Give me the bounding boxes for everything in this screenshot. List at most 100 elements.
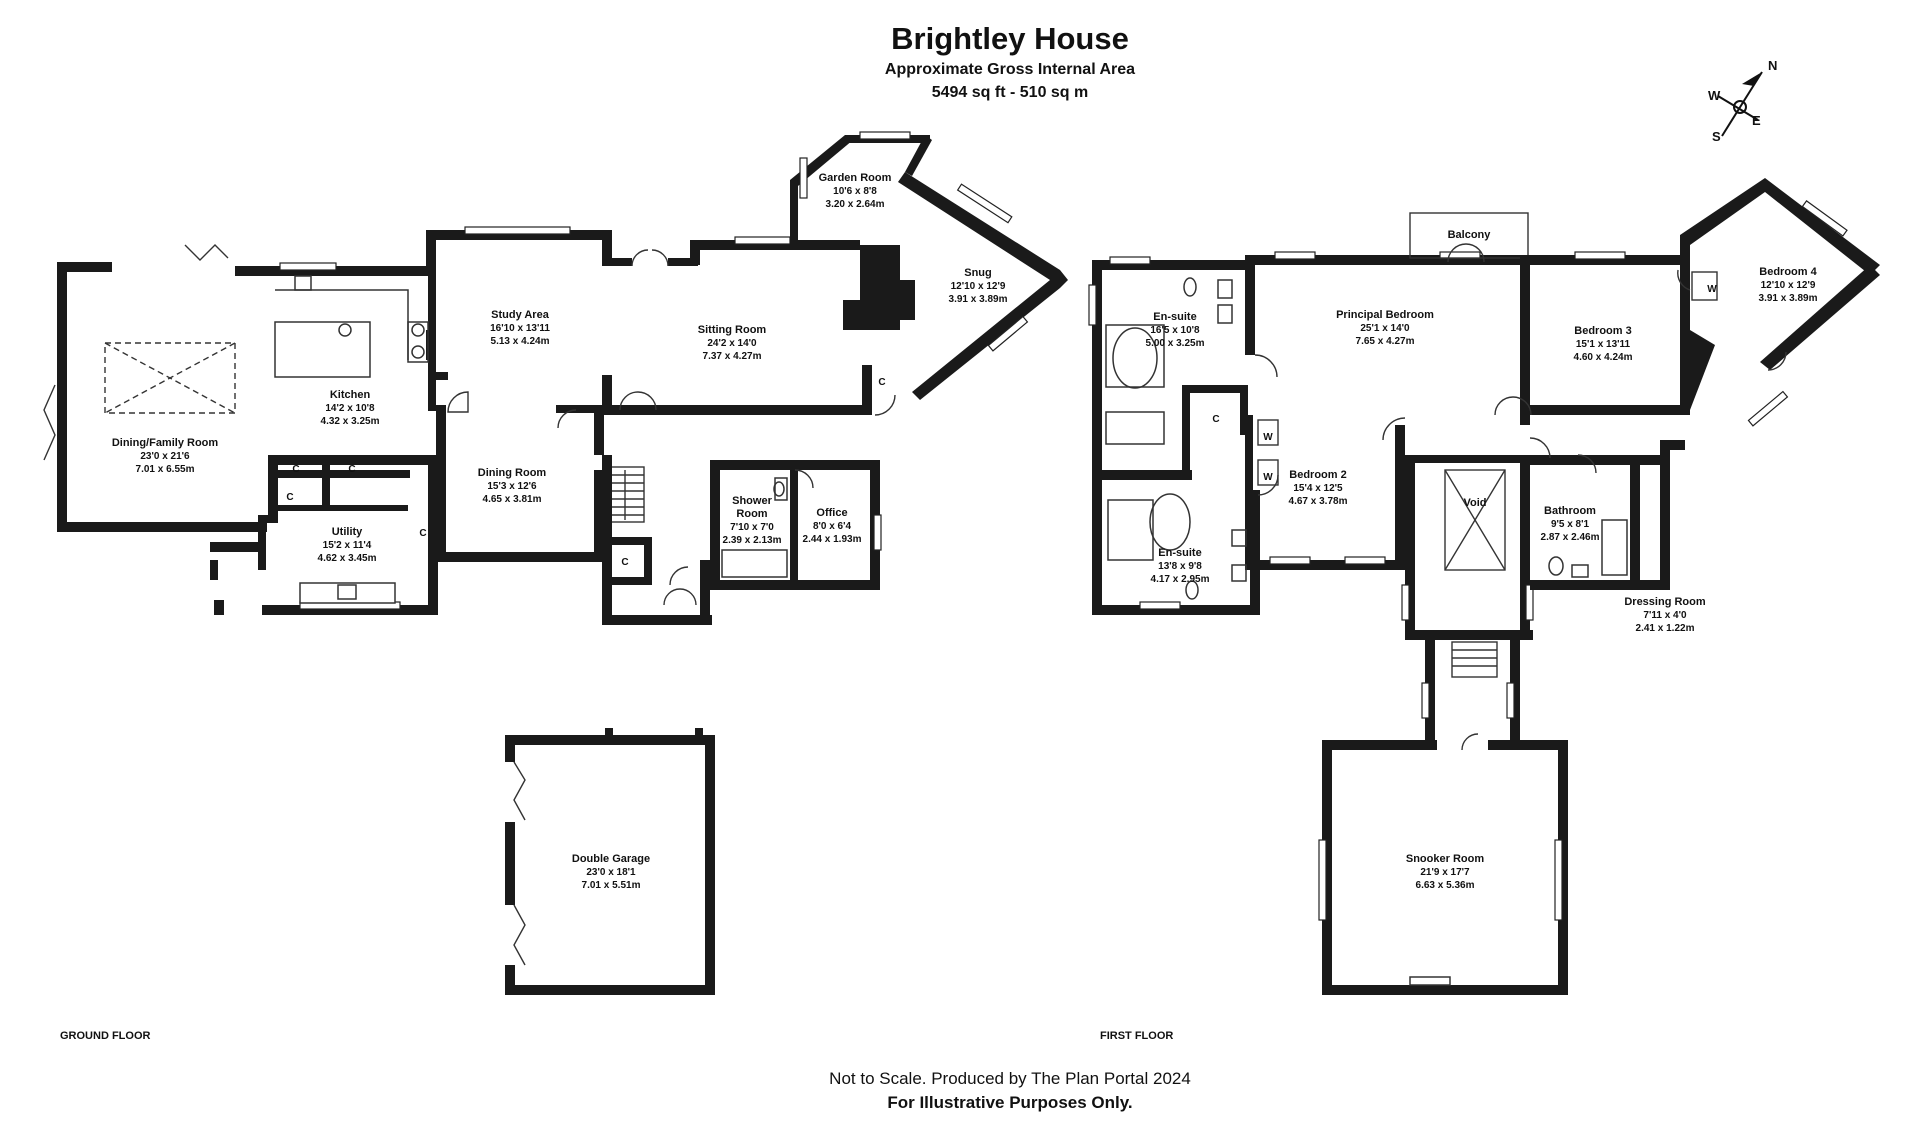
svg-text:2.41 x 1.22m: 2.41 x 1.22m — [1636, 623, 1695, 634]
svg-text:23'0 x 21'6: 23'0 x 21'6 — [140, 451, 190, 462]
cupboard-marker: C — [286, 492, 293, 503]
svg-text:4.62 x 3.45m: 4.62 x 3.45m — [318, 553, 377, 564]
room-principal-bedroom: Principal Bedroom 25'1 x 14'0 7.65 x 4.2… — [1336, 309, 1434, 347]
garage-plan — [504, 728, 715, 995]
room-bedroom-4: Bedroom 4 12'10 x 12'9 3.91 x 3.89m — [1759, 266, 1818, 304]
svg-text:Bathroom: Bathroom — [1544, 505, 1596, 517]
svg-text:Double Garage: Double Garage — [572, 853, 650, 865]
svg-text:7'11 x 4'0: 7'11 x 4'0 — [1643, 610, 1687, 621]
cupboard-marker: C — [419, 528, 426, 539]
cupboard-marker: C — [621, 557, 628, 568]
wardrobe-marker: W — [1263, 472, 1273, 483]
svg-text:Snug: Snug — [964, 267, 992, 279]
svg-text:5.13 x 4.24m: 5.13 x 4.24m — [491, 336, 550, 347]
svg-text:4.65 x 3.81m: 4.65 x 3.81m — [483, 494, 542, 505]
area-total: 5494 sq ft - 510 sq m — [932, 84, 1089, 101]
svg-text:3.91 x 3.89m: 3.91 x 3.89m — [1759, 293, 1818, 304]
scale-note: Not to Scale. Produced by The Plan Porta… — [829, 1069, 1191, 1088]
svg-text:4.17 x 2.95m: 4.17 x 2.95m — [1151, 574, 1210, 585]
svg-text:8'0 x 6'4: 8'0 x 6'4 — [813, 521, 852, 532]
svg-text:25'1 x 14'0: 25'1 x 14'0 — [1360, 323, 1410, 334]
room-bathroom: Bathroom 9'5 x 8'1 2.87 x 2.46m — [1541, 505, 1600, 543]
svg-text:2.39 x 2.13m: 2.39 x 2.13m — [723, 535, 782, 546]
svg-text:12'10 x 12'9: 12'10 x 12'9 — [1761, 280, 1816, 291]
svg-text:4.60 x 4.24m: 4.60 x 4.24m — [1574, 352, 1633, 363]
svg-text:2.87 x 2.46m: 2.87 x 2.46m — [1541, 532, 1600, 543]
compass-north: N — [1768, 58, 1777, 73]
room-balcony: Balcony — [1448, 229, 1492, 241]
room-study-area: Study Area 16'10 x 13'11 5.13 x 4.24m — [490, 309, 550, 347]
room-garden: Garden Room 10'6 x 8'8 3.20 x 2.64m — [819, 172, 892, 210]
room-dining-family: Dining/Family Room 23'0 x 21'6 7.01 x 6.… — [112, 437, 219, 475]
cupboard-marker: C — [1212, 414, 1219, 425]
svg-text:7.01 x 6.55m: 7.01 x 6.55m — [136, 464, 195, 475]
room-dressing: Dressing Room 7'11 x 4'0 2.41 x 1.22m — [1624, 596, 1706, 634]
svg-text:6.63 x 5.36m: 6.63 x 5.36m — [1416, 880, 1475, 891]
svg-text:Principal Bedroom: Principal Bedroom — [1336, 309, 1434, 321]
svg-text:4.67 x 3.78m: 4.67 x 3.78m — [1289, 496, 1348, 507]
cupboard-marker: C — [348, 464, 355, 475]
svg-text:Snooker Room: Snooker Room — [1406, 853, 1484, 865]
svg-text:10'6 x 8'8: 10'6 x 8'8 — [833, 186, 877, 197]
compass-icon: N W E S — [1708, 58, 1777, 144]
room-bedroom-3: Bedroom 3 15'1 x 13'11 4.60 x 4.24m — [1574, 325, 1633, 363]
svg-text:Garden Room: Garden Room — [819, 172, 892, 184]
room-snug: Snug 12'10 x 12'9 3.91 x 3.89m — [949, 267, 1008, 305]
svg-text:3.20 x 2.64m: 3.20 x 2.64m — [826, 199, 885, 210]
area-subtitle: Approximate Gross Internal Area — [885, 61, 1135, 78]
wardrobe-marker: W — [1263, 432, 1273, 443]
svg-text:Dining Room: Dining Room — [478, 467, 547, 479]
svg-text:21'9 x 17'7: 21'9 x 17'7 — [1420, 867, 1470, 878]
svg-text:16'10 x 13'11: 16'10 x 13'11 — [490, 323, 550, 334]
room-kitchen: Kitchen 14'2 x 10'8 4.32 x 3.25m — [321, 389, 380, 427]
svg-text:Dressing Room: Dressing Room — [1624, 596, 1706, 608]
svg-text:7.65 x 4.27m: 7.65 x 4.27m — [1356, 336, 1415, 347]
svg-text:5.00 x 3.25m: 5.00 x 3.25m — [1146, 338, 1205, 349]
svg-text:Dining/Family Room: Dining/Family Room — [112, 437, 219, 449]
compass-south: S — [1712, 129, 1721, 144]
svg-text:13'8 x 9'8: 13'8 x 9'8 — [1158, 561, 1202, 572]
svg-text:7.01 x 5.51m: 7.01 x 5.51m — [582, 880, 641, 891]
room-ensuite-1: En-suite 16'5 x 10'8 5.00 x 3.25m — [1146, 311, 1205, 349]
wardrobe-marker: W — [1707, 284, 1717, 295]
svg-text:Bedroom 2: Bedroom 2 — [1289, 469, 1346, 481]
room-ensuite-2: En-suite 13'8 x 9'8 4.17 x 2.95m — [1151, 547, 1210, 585]
svg-text:15'3 x 12'6: 15'3 x 12'6 — [487, 481, 537, 492]
ground-floor-plan — [43, 131, 1068, 625]
svg-text:16'5 x 10'8: 16'5 x 10'8 — [1150, 325, 1200, 336]
svg-text:4.32 x 3.25m: 4.32 x 3.25m — [321, 416, 380, 427]
svg-text:Bedroom 4: Bedroom 4 — [1759, 266, 1817, 278]
room-office: Office 8'0 x 6'4 2.44 x 1.93m — [803, 507, 862, 545]
room-snooker: Snooker Room 21'9 x 17'7 6.63 x 5.36m — [1406, 853, 1484, 891]
first-floor-label: FIRST FLOOR — [1100, 1030, 1173, 1042]
page-title: Brightley House — [891, 21, 1129, 56]
svg-text:Shower: Shower — [732, 495, 772, 507]
compass-east: E — [1752, 113, 1761, 128]
svg-text:Room: Room — [736, 508, 767, 520]
room-sitting: Sitting Room 24'2 x 14'0 7.37 x 4.27m — [698, 324, 767, 362]
room-void: Void — [1463, 497, 1486, 509]
svg-text:15'2 x 11'4: 15'2 x 11'4 — [323, 540, 372, 551]
room-dining: Dining Room 15'3 x 12'6 4.65 x 3.81m — [478, 467, 547, 505]
svg-text:12'10 x 12'9: 12'10 x 12'9 — [951, 281, 1006, 292]
svg-text:2.44 x 1.93m: 2.44 x 1.93m — [803, 534, 862, 545]
svg-text:15'4 x 12'5: 15'4 x 12'5 — [1293, 483, 1343, 494]
svg-text:Bedroom 3: Bedroom 3 — [1574, 325, 1631, 337]
svg-text:3.91 x 3.89m: 3.91 x 3.89m — [949, 294, 1008, 305]
svg-text:14'2 x 10'8: 14'2 x 10'8 — [325, 403, 375, 414]
room-bedroom-2: Bedroom 2 15'4 x 12'5 4.67 x 3.78m — [1289, 469, 1348, 507]
svg-text:Kitchen: Kitchen — [330, 389, 371, 401]
svg-text:7'10 x 7'0: 7'10 x 7'0 — [730, 522, 774, 533]
cupboard-marker: C — [292, 464, 299, 475]
compass-west: W — [1708, 88, 1721, 103]
svg-text:Study Area: Study Area — [491, 309, 550, 321]
svg-text:7.37 x 4.27m: 7.37 x 4.27m — [703, 351, 762, 362]
room-utility: Utility 15'2 x 11'4 4.62 x 3.45m — [318, 526, 377, 564]
svg-text:En-suite: En-suite — [1153, 311, 1196, 323]
svg-text:24'2 x 14'0: 24'2 x 14'0 — [707, 338, 757, 349]
cupboard-marker: C — [878, 377, 885, 388]
disclaimer: For Illustrative Purposes Only. — [887, 1093, 1132, 1112]
svg-text:15'1 x 13'11: 15'1 x 13'11 — [1576, 339, 1631, 350]
ground-floor-label: GROUND FLOOR — [60, 1030, 150, 1042]
